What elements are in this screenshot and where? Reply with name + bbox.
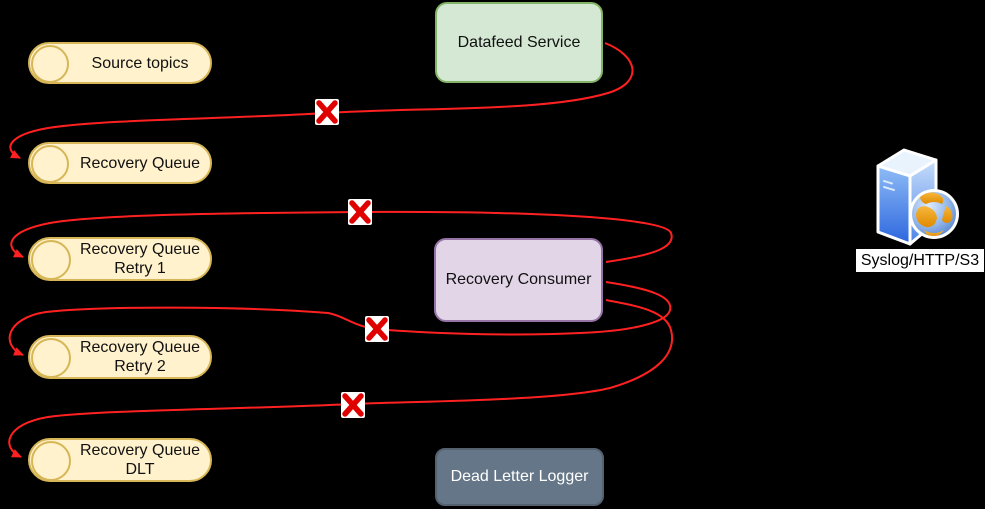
node-recovery-queue-dlt: Recovery Queue DLT <box>28 438 212 482</box>
node-recovery-queue: Recovery Queue <box>28 142 212 184</box>
server-endpoint-label: Syslog/HTTP/S3 <box>856 249 984 272</box>
node-dead-letter-logger: Dead Letter Logger <box>435 448 604 506</box>
server-with-globe-icon <box>876 148 959 246</box>
node-label: Recovery Queue DLT <box>79 442 201 478</box>
node-label: Dead Letter Logger <box>450 468 589 485</box>
node-recovery-consumer: Recovery Consumer <box>434 238 603 322</box>
node-source-topics: Source topics <box>28 42 212 84</box>
node-label: Datafeed Service <box>457 33 581 51</box>
node-label: Recovery Queue Retry 2 <box>79 339 201 375</box>
red-x-icon <box>341 392 365 418</box>
red-x-icon <box>315 99 339 125</box>
edge-consumer-to-dlt <box>8 299 674 458</box>
node-label: Recovery Consumer <box>445 271 592 288</box>
globe-icon <box>909 189 959 239</box>
node-datafeed-service: Datafeed Service <box>435 2 603 83</box>
node-recovery-queue-retry2: Recovery Queue Retry 2 <box>28 335 212 379</box>
node-recovery-queue-retry1: Recovery Queue Retry 1 <box>28 237 212 281</box>
node-label: Recovery Queue Retry 1 <box>79 241 201 277</box>
red-x-icon <box>348 199 372 225</box>
failure-x-icons <box>315 99 389 418</box>
red-x-icon <box>365 316 389 342</box>
node-label: Recovery Queue <box>79 154 201 172</box>
server-vent-slits <box>883 180 895 191</box>
node-label: Source topics <box>91 54 189 72</box>
